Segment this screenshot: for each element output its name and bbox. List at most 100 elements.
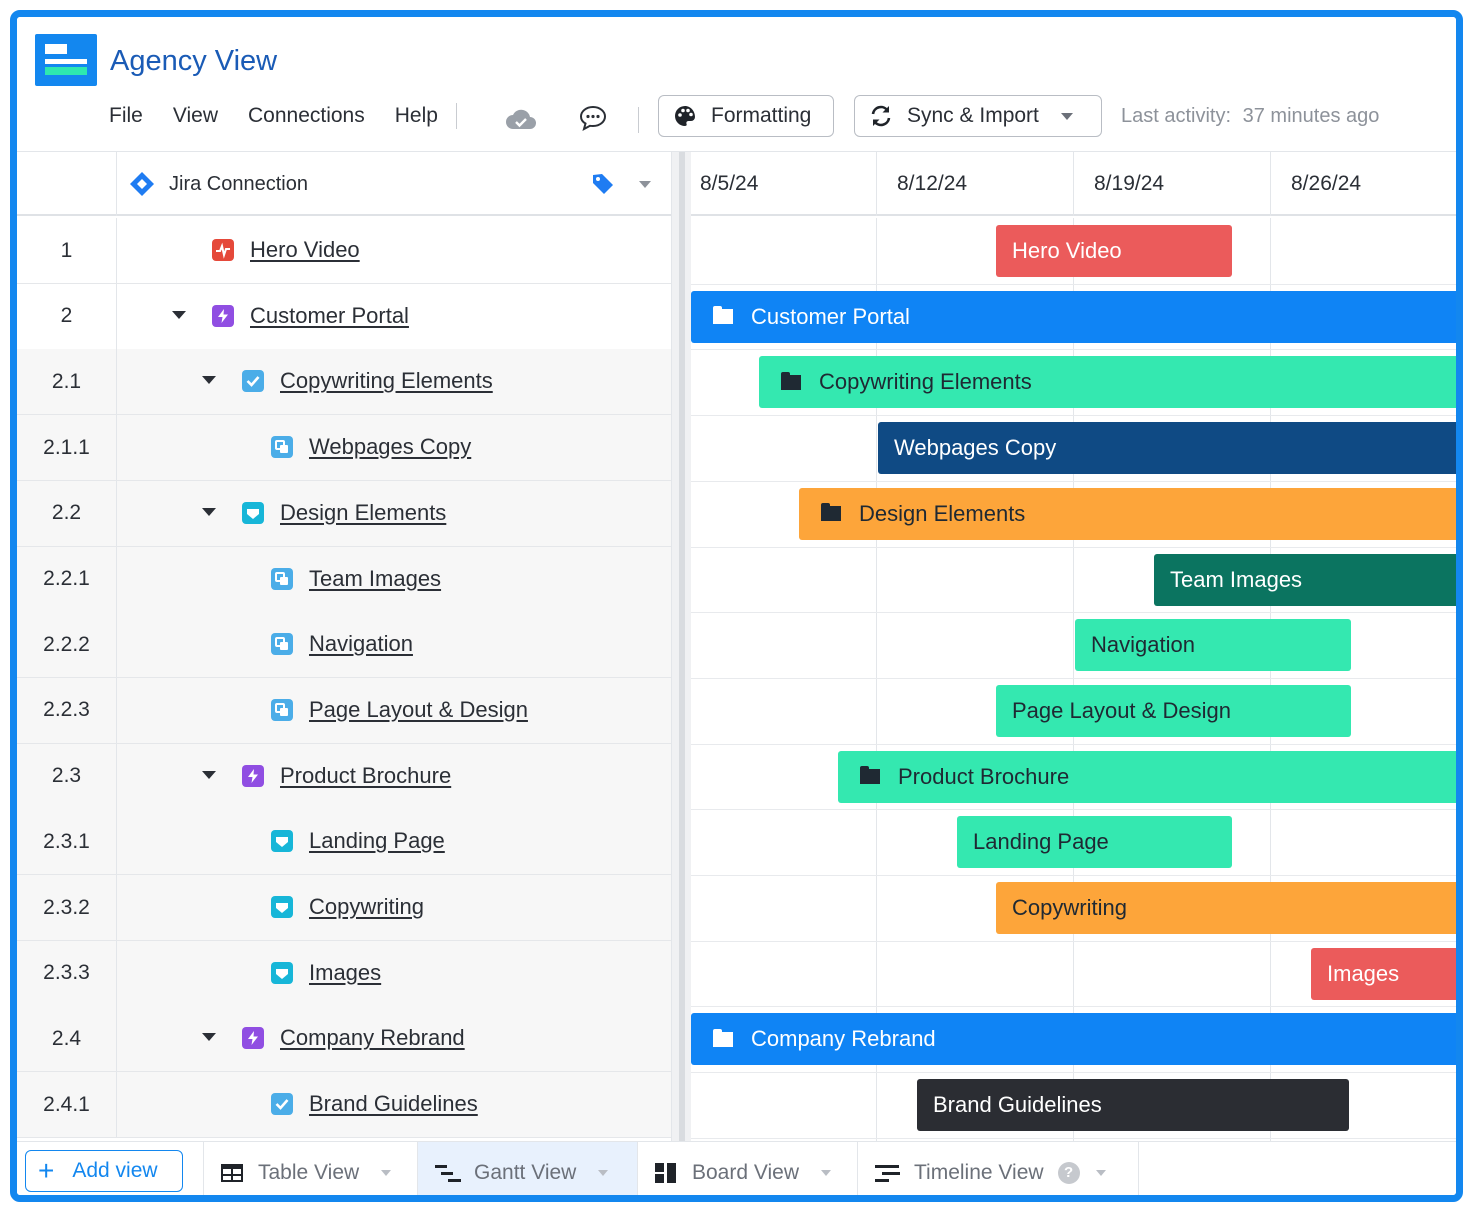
sync-import-button[interactable]: Sync & Import — [854, 95, 1102, 137]
table-row[interactable]: 2.1.1 Webpages Copy — [17, 415, 671, 482]
task-link[interactable]: Images — [309, 959, 382, 985]
expand-caret-icon[interactable] — [202, 376, 216, 385]
gantt-bar[interactable]: Navigation — [1075, 619, 1351, 672]
task-link[interactable]: Webpages Copy — [309, 434, 472, 460]
row-number: 2.3.3 — [17, 940, 117, 1006]
gantt-bar[interactable]: Design Elements — [799, 487, 1456, 540]
menu-view[interactable]: View — [172, 104, 218, 127]
jira-icon — [130, 172, 154, 196]
row-number: 2 — [17, 283, 117, 349]
row-number: 2.4 — [17, 1006, 117, 1072]
tab-gantt-view[interactable]: Gantt View — [417, 1142, 637, 1195]
task-link[interactable]: Hero Video — [250, 237, 360, 262]
chevron-down-icon — [598, 1169, 609, 1176]
gantt-bar-label: Company Rebrand — [751, 1026, 936, 1052]
help-icon[interactable]: ? — [1057, 1161, 1080, 1184]
add-view-button[interactable]: + Add view — [25, 1150, 183, 1192]
gantt-bar-label: Customer Portal — [751, 303, 910, 329]
gantt-bar[interactable]: Hero Video — [996, 225, 1232, 277]
task-link[interactable]: Team Images — [309, 565, 442, 591]
tab-timeline-view[interactable]: Timeline View ? — [857, 1142, 1139, 1195]
story-icon — [271, 830, 293, 853]
gantt-bar[interactable]: Copywriting — [996, 882, 1456, 934]
menu-file[interactable]: File — [109, 104, 143, 127]
gantt-bar[interactable]: Images — [1311, 947, 1456, 1000]
expand-caret-icon[interactable] — [172, 310, 186, 319]
formatting-button[interactable]: Formatting — [658, 95, 834, 137]
table-row[interactable]: 2.4 Company Rebrand — [17, 1006, 671, 1073]
task-link[interactable]: Navigation — [309, 631, 413, 657]
folder-icon — [781, 371, 801, 390]
app-logo-icon — [35, 34, 97, 86]
subtask-icon — [271, 633, 293, 656]
tag-icon[interactable] — [591, 172, 615, 196]
gantt-bar[interactable]: Product Brochure — [838, 750, 1456, 803]
row-number: 2.1.1 — [17, 415, 117, 481]
table-icon — [221, 1163, 243, 1182]
gantt-bar[interactable]: Brand Guidelines — [917, 1079, 1349, 1132]
expand-caret-icon[interactable] — [202, 1033, 216, 1042]
subtask-icon — [271, 698, 293, 721]
table-row[interactable]: 2.1 Copywriting Elements — [17, 349, 671, 416]
row-number: 2.1 — [17, 349, 117, 415]
menu-divider — [455, 103, 457, 129]
gantt-bar[interactable]: Team Images — [1154, 553, 1456, 606]
chevron-down-icon — [821, 1169, 832, 1176]
lightning-icon — [212, 304, 234, 327]
comments-icon[interactable] — [579, 105, 607, 131]
expand-caret-icon[interactable] — [202, 507, 216, 516]
task-link[interactable]: Brand Guidelines — [309, 1091, 478, 1117]
gantt-bar-label: Design Elements — [859, 500, 1026, 526]
timeline-icon — [875, 1164, 900, 1182]
gantt-bar-label: Copywriting Elements — [819, 369, 1032, 395]
task-link[interactable]: Design Elements — [280, 499, 447, 525]
last-activity-label: Last activity: — [1121, 105, 1232, 127]
gantt-bar[interactable]: Customer Portal — [691, 290, 1456, 343]
jira-connection-label[interactable]: Jira Connection — [169, 172, 308, 195]
task-link[interactable]: Landing Page — [309, 828, 445, 854]
task-link[interactable]: Copywriting Elements — [280, 368, 493, 394]
gantt-bar[interactable]: Page Layout & Design — [996, 684, 1351, 737]
table-row[interactable]: 2 Customer Portal — [17, 283, 671, 350]
task-link[interactable]: Company Rebrand — [280, 1025, 465, 1051]
tab-board-view[interactable]: Board View — [637, 1142, 857, 1195]
menu-help[interactable]: Help — [394, 104, 438, 127]
row-number: 2.2.1 — [17, 546, 117, 612]
task-link[interactable]: Copywriting — [309, 894, 424, 919]
subtask-icon — [271, 567, 293, 590]
gantt-bar-label: Landing Page — [973, 829, 1109, 855]
folder-icon — [713, 306, 733, 325]
tab-table-view[interactable]: Table View — [203, 1142, 417, 1195]
gantt-bar[interactable]: Landing Page — [957, 816, 1232, 869]
date-col-2: 8/12/24 — [897, 172, 968, 195]
expand-caret-icon[interactable] — [202, 770, 216, 779]
gantt-bar[interactable]: Webpages Copy — [878, 422, 1456, 475]
task-link[interactable]: Product Brochure — [280, 762, 452, 788]
cloud-saved-icon[interactable] — [505, 109, 537, 131]
gantt-bar-label: Page Layout & Design — [1012, 697, 1231, 723]
table-row[interactable]: 2.2.1 Team Images — [17, 546, 671, 613]
chevron-down-icon — [1060, 112, 1073, 120]
menu-connections[interactable]: Connections — [247, 104, 365, 127]
row-number: 2.2.3 — [17, 677, 117, 743]
gantt-bar[interactable]: Copywriting Elements — [759, 356, 1456, 409]
gantt-bar[interactable]: Company Rebrand — [691, 1013, 1456, 1066]
task-link[interactable]: Page Layout & Design — [309, 696, 528, 722]
tab-board-label: Board View — [692, 1160, 800, 1184]
task-link[interactable]: Customer Portal — [250, 302, 409, 328]
column-menu-chevron-icon[interactable] — [639, 181, 651, 188]
table-row[interactable]: 2.3.3 Images — [17, 940, 671, 1007]
pane-splitter[interactable] — [671, 152, 691, 1141]
table-row[interactable]: 2.2.3 Page Layout & Design — [17, 677, 671, 744]
add-view-label: Add view — [72, 1159, 158, 1182]
name-column-header: Jira Connection — [117, 152, 671, 216]
sync-import-label: Sync & Import — [907, 104, 1039, 127]
